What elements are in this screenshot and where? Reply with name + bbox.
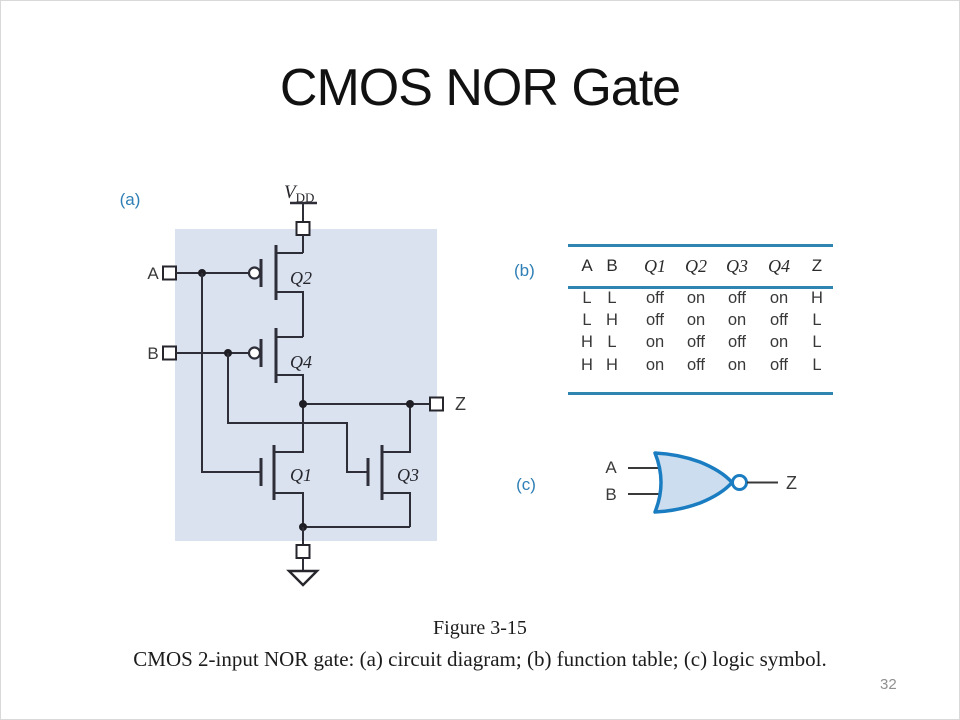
- table-rule-bottom: [568, 392, 833, 395]
- table-column-q1: Q1 off off on on: [644, 245, 666, 376]
- transistor-q3-nmos: Q3: [366, 404, 419, 527]
- table-cell: on: [769, 333, 789, 352]
- table-cell: off: [727, 333, 747, 352]
- vdd-label: VDD: [284, 182, 314, 205]
- vdd-supply: VDD: [284, 182, 317, 253]
- table-cell: L: [812, 333, 822, 352]
- inversion-bubble: [731, 474, 748, 491]
- table-cell: L: [582, 310, 592, 329]
- input-a-label: A: [147, 264, 159, 283]
- table-cell: H: [581, 333, 593, 352]
- gate-input-a-label: A: [605, 458, 617, 477]
- panel-c-label: (c): [516, 475, 536, 494]
- q4-label: Q4: [290, 352, 312, 372]
- table-cell: off: [686, 355, 706, 374]
- transistor-q4-pmos: Q4: [247, 328, 312, 404]
- input-b-label: B: [147, 344, 158, 363]
- table-cell: H: [606, 310, 618, 329]
- table-cell: on: [645, 333, 665, 352]
- table-cell: on: [686, 310, 706, 329]
- table-cell: L: [812, 355, 822, 374]
- table-cell: H: [581, 355, 593, 374]
- table-column-z: Z H L L L: [811, 245, 823, 376]
- table-column-q3: Q3 off on off on: [726, 245, 748, 376]
- junction-dot: [299, 400, 307, 408]
- table-column-b: B L H L H: [606, 245, 618, 376]
- table-cell: on: [769, 288, 789, 307]
- circuit-diagram: (a) VDD A B Q2 Q4: [120, 182, 466, 587]
- ground-terminal: [295, 544, 311, 559]
- gate-output-z-label: Z: [786, 473, 797, 493]
- table-cell: on: [727, 355, 747, 374]
- ground-icon: [286, 569, 320, 587]
- table-column-q2: Q2 on on off off: [685, 245, 707, 376]
- column-header: Q3: [726, 255, 748, 276]
- table-cell: L: [607, 288, 617, 307]
- q3-label: Q3: [397, 465, 419, 485]
- input-a-terminal: [162, 265, 177, 281]
- transistor-q2-pmos: Q2: [247, 245, 312, 337]
- column-header: Q1: [644, 255, 666, 276]
- figure-number: Figure 3-15: [433, 617, 527, 639]
- input-b-terminal: [162, 345, 177, 361]
- pmos-bubble: [247, 266, 262, 280]
- table-rule-top: [568, 244, 833, 247]
- table-cell: L: [607, 333, 617, 352]
- output-z-terminal: [429, 396, 444, 412]
- q2-label: Q2: [290, 268, 312, 288]
- column-header: Q4: [768, 255, 790, 276]
- table-cell: H: [811, 288, 823, 307]
- figure-caption: CMOS 2-input NOR gate: (a) circuit diagr…: [133, 647, 827, 671]
- table-cell: off: [727, 288, 747, 307]
- panel-b-label: (b): [514, 261, 535, 280]
- table-cell: off: [686, 333, 706, 352]
- vdd-terminal: [295, 221, 311, 236]
- table-cell: off: [645, 288, 665, 307]
- table-cell: L: [812, 310, 822, 329]
- output-z-label: Z: [455, 394, 466, 414]
- table-column-a: A L L H H: [581, 245, 593, 376]
- column-header: A: [581, 256, 593, 275]
- table-cell: H: [606, 355, 618, 374]
- table-cell: off: [769, 355, 789, 374]
- column-header: Q2: [685, 255, 707, 276]
- page-title: CMOS NOR Gate: [279, 59, 681, 117]
- ground: [286, 523, 410, 587]
- table-cell: on: [727, 310, 747, 329]
- nor-gate-symbol: (c) A B Z: [516, 451, 797, 514]
- output-z: Z: [299, 394, 466, 414]
- circuit-background-box: [175, 229, 437, 541]
- page-number: 32: [880, 676, 897, 693]
- table-rule-middle: [568, 286, 833, 289]
- table-column-q4: Q4 on off on off: [768, 245, 790, 376]
- transistor-q1-nmos: Q1: [259, 404, 312, 527]
- pmos-bubble: [247, 346, 262, 360]
- input-b: B: [147, 344, 368, 473]
- nor-gate-body: [653, 451, 734, 514]
- column-header: B: [606, 256, 618, 275]
- panel-a-label: (a): [120, 190, 141, 209]
- input-a: A: [147, 264, 261, 473]
- table-cell: off: [645, 310, 665, 329]
- gate-input-b-label: B: [605, 485, 616, 504]
- q1-label: Q1: [290, 465, 312, 485]
- column-header: Z: [811, 256, 823, 275]
- table-cell: on: [686, 288, 706, 307]
- junction-dot: [406, 400, 414, 408]
- table-cell: off: [769, 310, 789, 329]
- table-cell: on: [645, 355, 665, 374]
- table-cell: L: [582, 288, 592, 307]
